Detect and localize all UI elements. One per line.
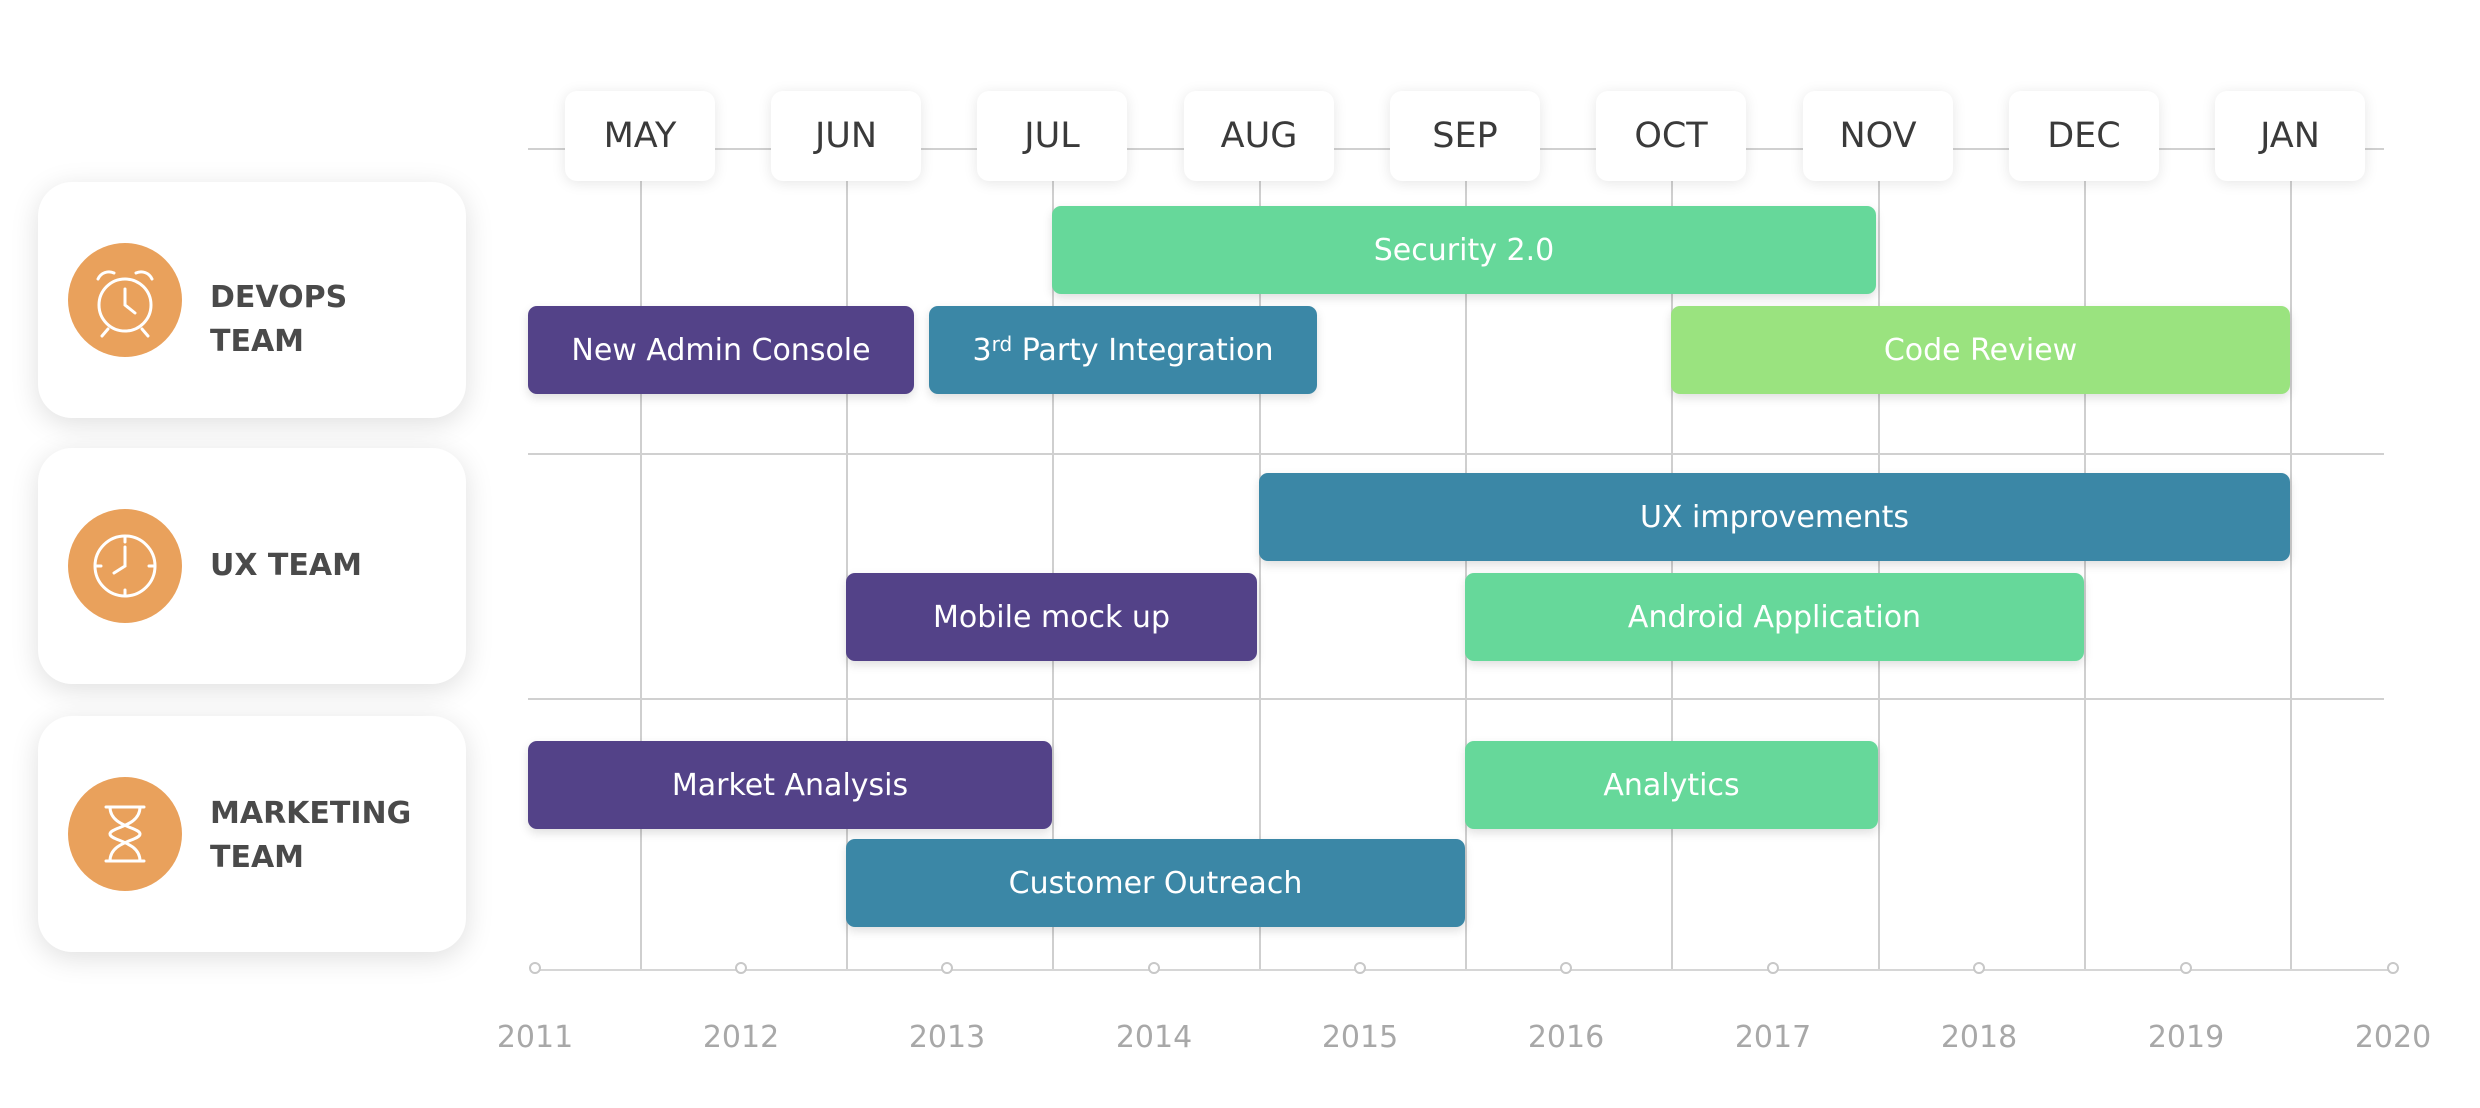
month-header: JUL [977, 91, 1127, 181]
task-ux-improvements: UX improvements [1259, 473, 2290, 561]
year-label: 2019 [2147, 1020, 2225, 1055]
year-label: 2016 [1527, 1020, 1605, 1055]
year-tick [1148, 962, 1160, 974]
grid-line-may [640, 148, 642, 970]
month-header: DEC [2009, 91, 2159, 181]
team-card-ux: UX TEAM [38, 448, 466, 684]
task-code-review: Code Review [1671, 306, 2290, 394]
year-tick [2180, 962, 2192, 974]
task-new-admin-console: New Admin Console [528, 306, 914, 394]
grid-line-jan [2290, 148, 2292, 970]
task-analytics: Analytics [1465, 741, 1878, 829]
year-label: 2020 [2354, 1020, 2432, 1055]
year-label: 2011 [496, 1020, 574, 1055]
year-label: 2014 [1115, 1020, 1193, 1055]
task-security-2-0: Security 2.0 [1052, 206, 1876, 294]
team-label: UX TEAM [210, 548, 362, 583]
grid-line-jul [1052, 148, 1054, 970]
year-label: 2018 [1940, 1020, 2018, 1055]
task-market-analysis: Market Analysis [528, 741, 1052, 829]
hourglass-icon [68, 777, 182, 891]
month-header: SEP [1390, 91, 1540, 181]
month-header: MAY [565, 91, 715, 181]
month-header: JUN [771, 91, 921, 181]
month-header: OCT [1596, 91, 1746, 181]
task-label-superscript: rd [991, 332, 1013, 356]
grid-line-aug [1259, 148, 1261, 970]
task-customer-outreach: Customer Outreach [846, 839, 1465, 927]
year-label: 2017 [1734, 1020, 1812, 1055]
year-label: 2012 [702, 1020, 780, 1055]
month-header: JAN [2215, 91, 2365, 181]
team-label: MARKETING TEAM [210, 796, 412, 875]
year-label: 2013 [908, 1020, 986, 1055]
row-divider-1 [528, 453, 2384, 455]
month-header: AUG [1184, 91, 1334, 181]
year-tick [529, 962, 541, 974]
year-tick [735, 962, 747, 974]
clock-icon [68, 509, 182, 623]
month-header: NOV [1803, 91, 1953, 181]
team-label: DEVOPS TEAM [210, 280, 348, 359]
team-card-devops: DEVOPS TEAM [38, 182, 466, 418]
year-tick [1767, 962, 1779, 974]
year-tick [2387, 962, 2399, 974]
grid-line-jun [846, 148, 848, 970]
task-android-application: Android Application [1465, 573, 2084, 661]
year-label: 2015 [1321, 1020, 1399, 1055]
year-tick [1354, 962, 1366, 974]
row-divider-2 [528, 698, 2384, 700]
year-tick [1560, 962, 1572, 974]
year-axis-line [535, 969, 2393, 971]
team-card-marketing: MARKETING TEAM [38, 716, 466, 952]
alarm-clock-icon [68, 243, 182, 357]
task-label-rest: Party Integration [1012, 332, 1274, 368]
year-tick [941, 962, 953, 974]
task-label-main: 3 [972, 332, 992, 368]
task-mobile-mock-up: Mobile mock up [846, 573, 1257, 661]
year-tick [1973, 962, 1985, 974]
